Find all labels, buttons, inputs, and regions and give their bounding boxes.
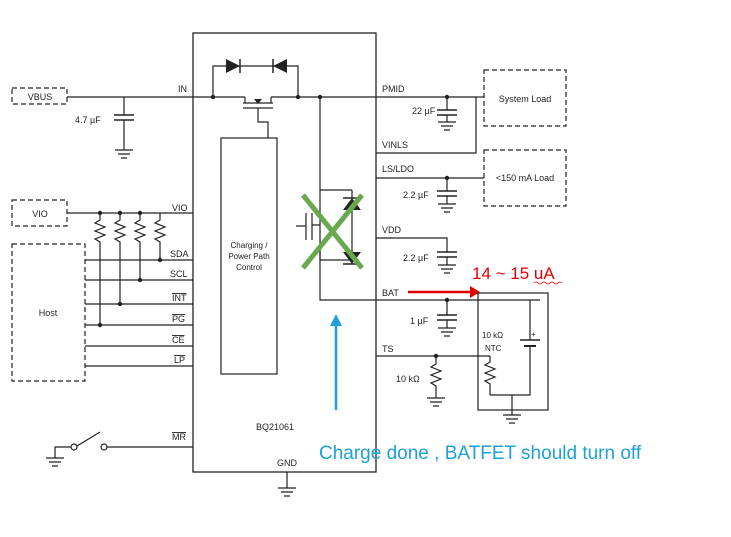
note-arrow-icon [330,314,342,326]
current-arrow-icon [470,286,480,298]
pullup-2-icon [113,213,127,304]
pullup-4-icon [153,213,167,260]
pin-lsldo-label: LS/LDO [382,164,414,174]
cap-vdd-label: 2.2 µF [403,253,429,263]
vbus-label: VBUS [28,92,53,102]
pin-sda-label: SDA [170,249,189,259]
batfet-icon [296,213,321,260]
pin-pg-label: PG [172,314,185,324]
mr-switch-icon [76,431,101,447]
ntc-resistor-icon [483,356,497,395]
host-box [11,243,86,382]
control-block-line3: Control [236,263,262,272]
gnd-mr-icon [46,457,64,467]
pin-bat-label: BAT [382,288,399,298]
gnd-chip-icon [278,487,296,497]
control-block-line1: Charging / [231,241,269,250]
vio-box-label: VIO [32,209,48,219]
pin-int-label: INT [172,293,187,303]
cap-pmid-label: 22 µF [412,106,436,116]
ldo-load-label: <150 mA Load [496,173,554,183]
ldo-load-box [483,149,567,207]
pin-vdd-label: VDD [382,225,402,235]
pin-pmid-label: PMID [382,84,405,94]
diode-1-icon [226,59,240,73]
res-ts-label: 10 kΩ [396,374,420,384]
control-block-line2: Power Path [228,252,269,261]
pin-ce-label: CE [172,335,185,345]
pullup-3-icon [133,213,147,280]
system-load-label: System Load [499,94,552,104]
pullup-1-icon [93,213,107,325]
cap-ls-label: 2.2 µF [403,190,429,200]
pin-vio-label: VIO [172,203,188,213]
pin-scl-label: SCL [170,269,188,279]
current-annotation: 14 ~ 15 uA [472,264,555,283]
diode-2-icon [273,59,287,73]
pin-ts-label: TS [382,344,394,354]
control-block [220,137,278,375]
batfet-note: Charge done , BATFET should turn off [319,443,642,464]
system-load-box [483,69,567,127]
ntc-label: NTC [485,344,502,353]
chip-body [192,32,377,473]
ts-resistor-icon [429,356,443,398]
cap-bat-label: 1 µF [410,316,429,326]
svg-text:+: + [531,330,536,339]
cap-in-label: 4.7 µF [75,115,101,125]
battery-pack-box [477,292,549,411]
pin-lp-label: LP [174,355,185,365]
pin-mr-label: MR [172,432,186,442]
pin-in-label: IN [178,84,187,94]
host-label: Host [39,308,58,318]
pin-vinls-label: VINLS [382,140,408,150]
pin-gnd-label: GND [277,458,298,468]
ntc-value-label: 10 kΩ [482,331,503,340]
vbus-box [11,87,68,105]
gnd-in-icon [115,149,133,159]
chip-name: BQ21061 [256,422,294,432]
